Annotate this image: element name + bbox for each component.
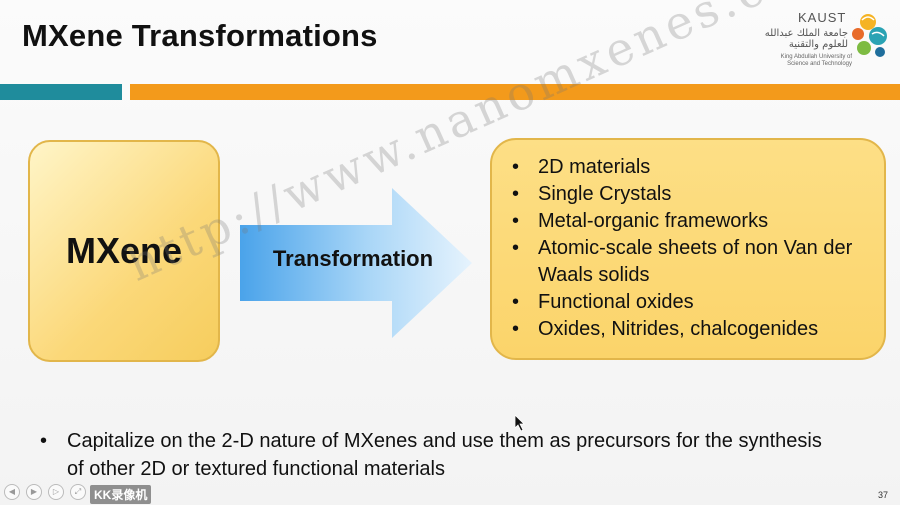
bullet-dot: • (40, 430, 48, 452)
logo-name: KAUST (798, 10, 847, 25)
list-item: Metal-organic frameworks (512, 208, 868, 235)
slide-title: MXene Transformations (22, 18, 378, 53)
forward-icon[interactable]: ▷ (48, 484, 64, 500)
kaust-logo: KAUST جامعة الملك عبدالله للعلوم والتقني… (752, 8, 892, 76)
list-item: Oxides, Nitrides, chalcogenides (512, 316, 868, 343)
mxene-label: MXene (65, 230, 183, 271)
logo-arabic: جامعة الملك عبدالله للعلوم والتقنية (764, 28, 848, 50)
page-number: 37 (878, 490, 889, 500)
mxene-box: MXene (28, 140, 220, 362)
bottom-bullet: • Capitalize on the 2-D nature of MXenes… (40, 427, 840, 483)
header-bar-orange (130, 84, 900, 100)
header-bar-teal (0, 84, 122, 100)
rewind-icon[interactable]: ◀ (4, 484, 20, 500)
logo-english-line1: King Abdullah University of (780, 54, 852, 60)
logo-english-line2: Science and Technology (787, 61, 852, 67)
list-item: Single Crystals (512, 181, 868, 208)
materials-box: 2D materials Single Crystals Metal-organ… (490, 138, 886, 360)
list-item: Atomic-scale sheets of non Van der Waals… (512, 235, 868, 289)
player-controls: ◀ ▶ ▷ ⤢ (4, 484, 86, 500)
recorder-watermark: KK录像机 (90, 485, 152, 504)
transformation-arrow-icon (240, 188, 472, 338)
kaust-emblem-icon (852, 14, 887, 57)
fullscreen-icon[interactable]: ⤢ (70, 484, 86, 500)
logo-english: King Abdullah University of Science and … (756, 54, 852, 68)
mouse-cursor-icon (515, 415, 525, 431)
bottom-bullet-text: Capitalize on the 2-D nature of MXenes a… (67, 430, 822, 480)
list-item: 2D materials (512, 154, 868, 181)
transformation-label: Transformation (272, 246, 434, 271)
materials-list: 2D materials Single Crystals Metal-organ… (508, 154, 868, 343)
list-item: Functional oxides (512, 289, 868, 316)
play-icon[interactable]: ▶ (26, 484, 42, 500)
